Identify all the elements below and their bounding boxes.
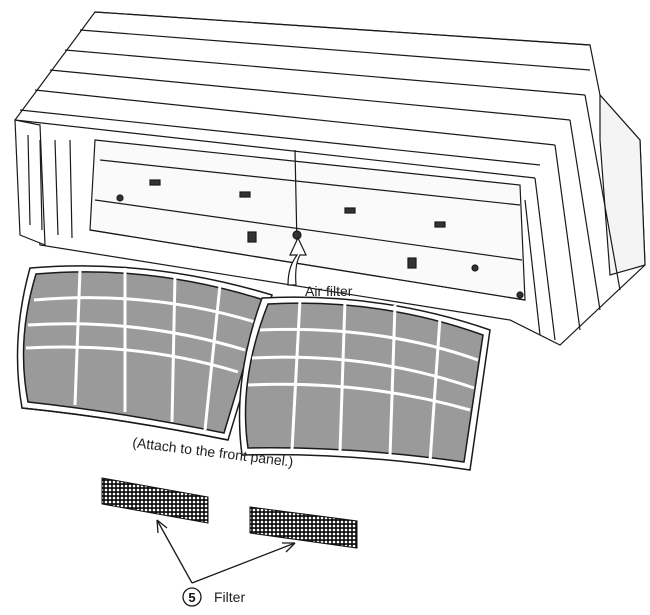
front-panel-slats: [524, 94, 621, 341]
top-slats: [14, 11, 591, 179]
air-filter-label: Air filter: [305, 283, 353, 299]
deodorizing-filter-left: [101, 477, 209, 524]
part-number-badge: 5: [182, 587, 202, 607]
part-number: 5: [188, 590, 195, 605]
filter-pointer-arrows: [156, 519, 296, 584]
left-side-panel: [14, 119, 73, 246]
part-name-label: Filter: [214, 589, 245, 605]
air-filter-right: [238, 296, 491, 471]
latches: [116, 179, 524, 299]
air-filter-arrow: [287, 236, 307, 286]
indoor-unit: [14, 11, 646, 346]
air-filter-left: [16, 265, 273, 441]
deodorizing-filter-right: [249, 506, 358, 549]
